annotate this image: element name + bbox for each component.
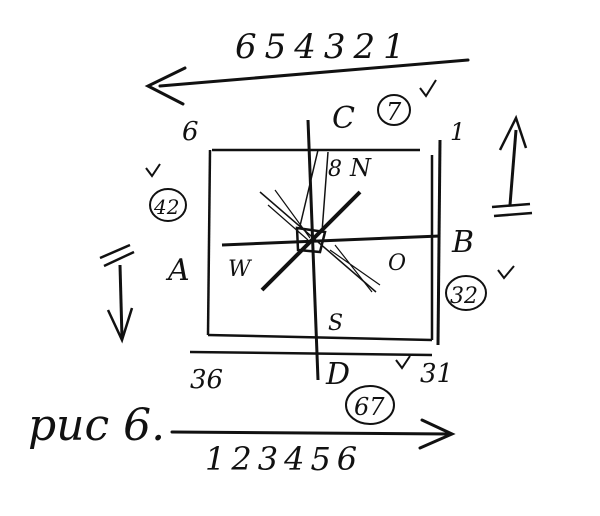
side-top-letter: C	[332, 101, 355, 136]
corner-top-right: 1	[450, 118, 465, 146]
south-label: S	[328, 311, 343, 336]
top-left-arrow	[144, 58, 470, 106]
left-down-arrow	[99, 243, 135, 344]
east-label: O	[388, 251, 406, 276]
side-right-letter: B	[451, 225, 474, 260]
corner-bottom-right: 31	[420, 359, 453, 389]
west-label: W	[228, 257, 253, 282]
bottom-sequence: 123456	[205, 440, 363, 478]
corner-bottom-left: 36	[190, 365, 223, 395]
svg-text:67: 67	[354, 393, 385, 421]
bottom-right-arrow	[170, 418, 456, 450]
bottom-circled-number: 67	[345, 355, 411, 425]
north-label: N	[349, 154, 372, 182]
side-bottom-letter: D	[325, 357, 350, 392]
svg-text:42: 42	[153, 195, 179, 219]
caption: рис 6.	[28, 400, 165, 451]
small-mark: 8	[328, 157, 342, 182]
right-up-arrow	[491, 114, 533, 218]
right-circled-number: 32	[445, 265, 515, 311]
left-circled-number: 42	[145, 163, 187, 222]
corner-top-left: 6	[182, 117, 199, 147]
compass-rose	[221, 119, 441, 381]
top-circled-number: 7	[377, 79, 437, 126]
side-left-letter: A	[165, 253, 190, 288]
svg-text:7: 7	[386, 98, 402, 126]
top-sequence: 654321	[235, 27, 413, 67]
main-square	[189, 139, 442, 357]
svg-text:32: 32	[450, 284, 478, 309]
